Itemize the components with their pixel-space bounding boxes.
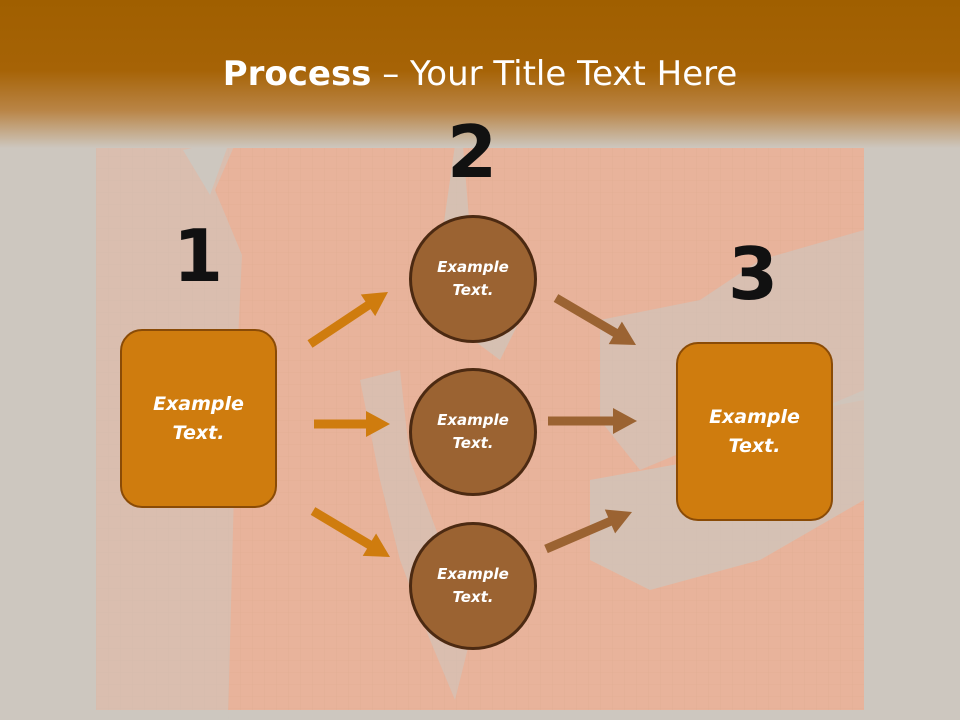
slide-title: Process – Your Title Text Here [0,52,960,96]
step-2-circle-bottom: Example Text. [409,522,537,650]
step-2-label-bottom: Example Text. [437,565,509,606]
arrow-1-to-2-top [307,292,388,348]
arrow-1-to-2-bottom [310,507,390,557]
arrow-2-bottom-to-3 [544,509,632,554]
step-2-label-middle: Example Text. [437,411,509,452]
step-1-label: Example Text. [153,392,244,444]
title-bar [0,0,960,148]
arrow-2-middle-to-3 [548,408,637,434]
title-rest: – Your Title Text Here [371,54,738,94]
step-2-circle-middle: Example Text. [409,368,537,496]
step-3-label: Example Text. [709,405,800,457]
step-1-box: Example Text. [120,329,277,508]
step-number-3: 3 [727,232,779,316]
step-3-box: Example Text. [676,342,833,521]
title-bold: Process [222,54,372,94]
arrow-2-top-to-3 [553,294,636,345]
step-2-label-top: Example Text. [437,258,509,299]
step-2-circle-top: Example Text. [409,215,537,343]
step-number-1: 1 [172,214,224,298]
step-number-2: 2 [446,110,498,194]
arrow-1-to-2-middle [314,411,390,437]
